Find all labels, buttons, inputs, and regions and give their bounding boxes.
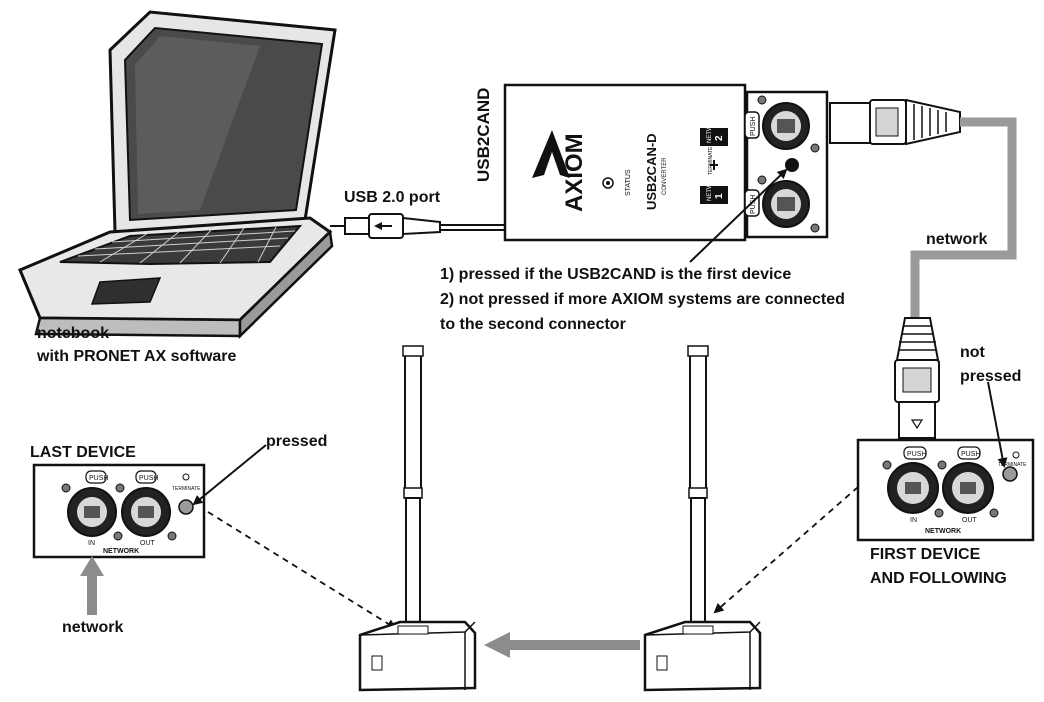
usb2cand-converter [503,83,829,242]
network-top-label: network [926,231,988,248]
first-panel-in: IN [910,517,917,524]
converter-model-sub: CONVERTER [662,157,668,195]
pressed-arrow [192,444,267,506]
network-input-arrow-head [80,556,104,576]
first-device-label-2: AND FOLLOWING [870,570,1007,587]
note-line-1: 1) pressed if the USB2CAND is the first … [440,266,792,283]
first-panel-out: OUT [962,517,978,524]
last-device-label: LAST DEVICE [30,444,136,461]
converter-network-2-label: NETWORK [707,112,713,143]
top-network-plug [829,98,961,146]
converter-network-1-num: 1 [714,193,725,199]
not-pressed-arrow [987,381,1008,468]
notebook-software-label: with PRONET AX software [37,348,237,365]
converter-brand: AXIOM [561,133,588,212]
not-pressed-label-2: pressed [960,368,1022,385]
last-panel-push-in: PUSH [89,475,108,482]
last-panel-terminate: TERMINATE [172,486,201,492]
last-panel-push-out: PUSH [139,475,158,482]
converter-status-label: STATUS [625,169,632,196]
last-device-panel [32,463,206,559]
pressed-label: pressed [266,433,328,450]
laptop-illustration [18,10,337,339]
first-panel-network: NETWORK [925,528,961,535]
first-device-panel [856,438,1035,542]
note-arrow [689,168,788,263]
speaker-system-left [358,345,477,692]
note-line-3: to the second connector [440,316,626,333]
last-panel-in: IN [88,540,95,547]
first-panel-push-out: PUSH [961,451,980,458]
network-bottom-label: network [62,619,124,636]
converter-model: USB2CAN-D [644,133,659,210]
last-device-dashed-link [207,511,397,630]
first-device-label-1: FIRST DEVICE [870,546,981,563]
not-pressed-label-1: not [960,344,985,361]
last-panel-out: OUT [140,540,156,547]
notebook-label: notebook [37,325,109,342]
last-panel-network: NETWORK [103,548,139,555]
chain-arrow-head [484,632,510,658]
network-cable-top [910,117,1017,318]
first-device-plug [894,317,940,439]
first-panel-push-in: PUSH [907,451,926,458]
speaker-system-right [643,345,762,692]
converter-network-2-num: 2 [714,135,725,141]
usb-port-label: USB 2.0 port [344,189,441,206]
converter-terminate-label: TERMINATE [708,146,714,175]
first-panel-terminate: TERMINATE [998,462,1027,468]
usb2cand-vertical-label: USB2CAND [474,87,493,182]
note-line-2: 2) not pressed if more AXIOM systems are… [440,291,845,308]
usb-cable [330,213,505,239]
converter-network-1-label: NETWORK [707,170,713,201]
converter-push-label-top: PUSH [750,117,757,136]
first-device-dashed-link [713,486,859,614]
converter-push-label-bottom: PUSH [750,195,757,214]
